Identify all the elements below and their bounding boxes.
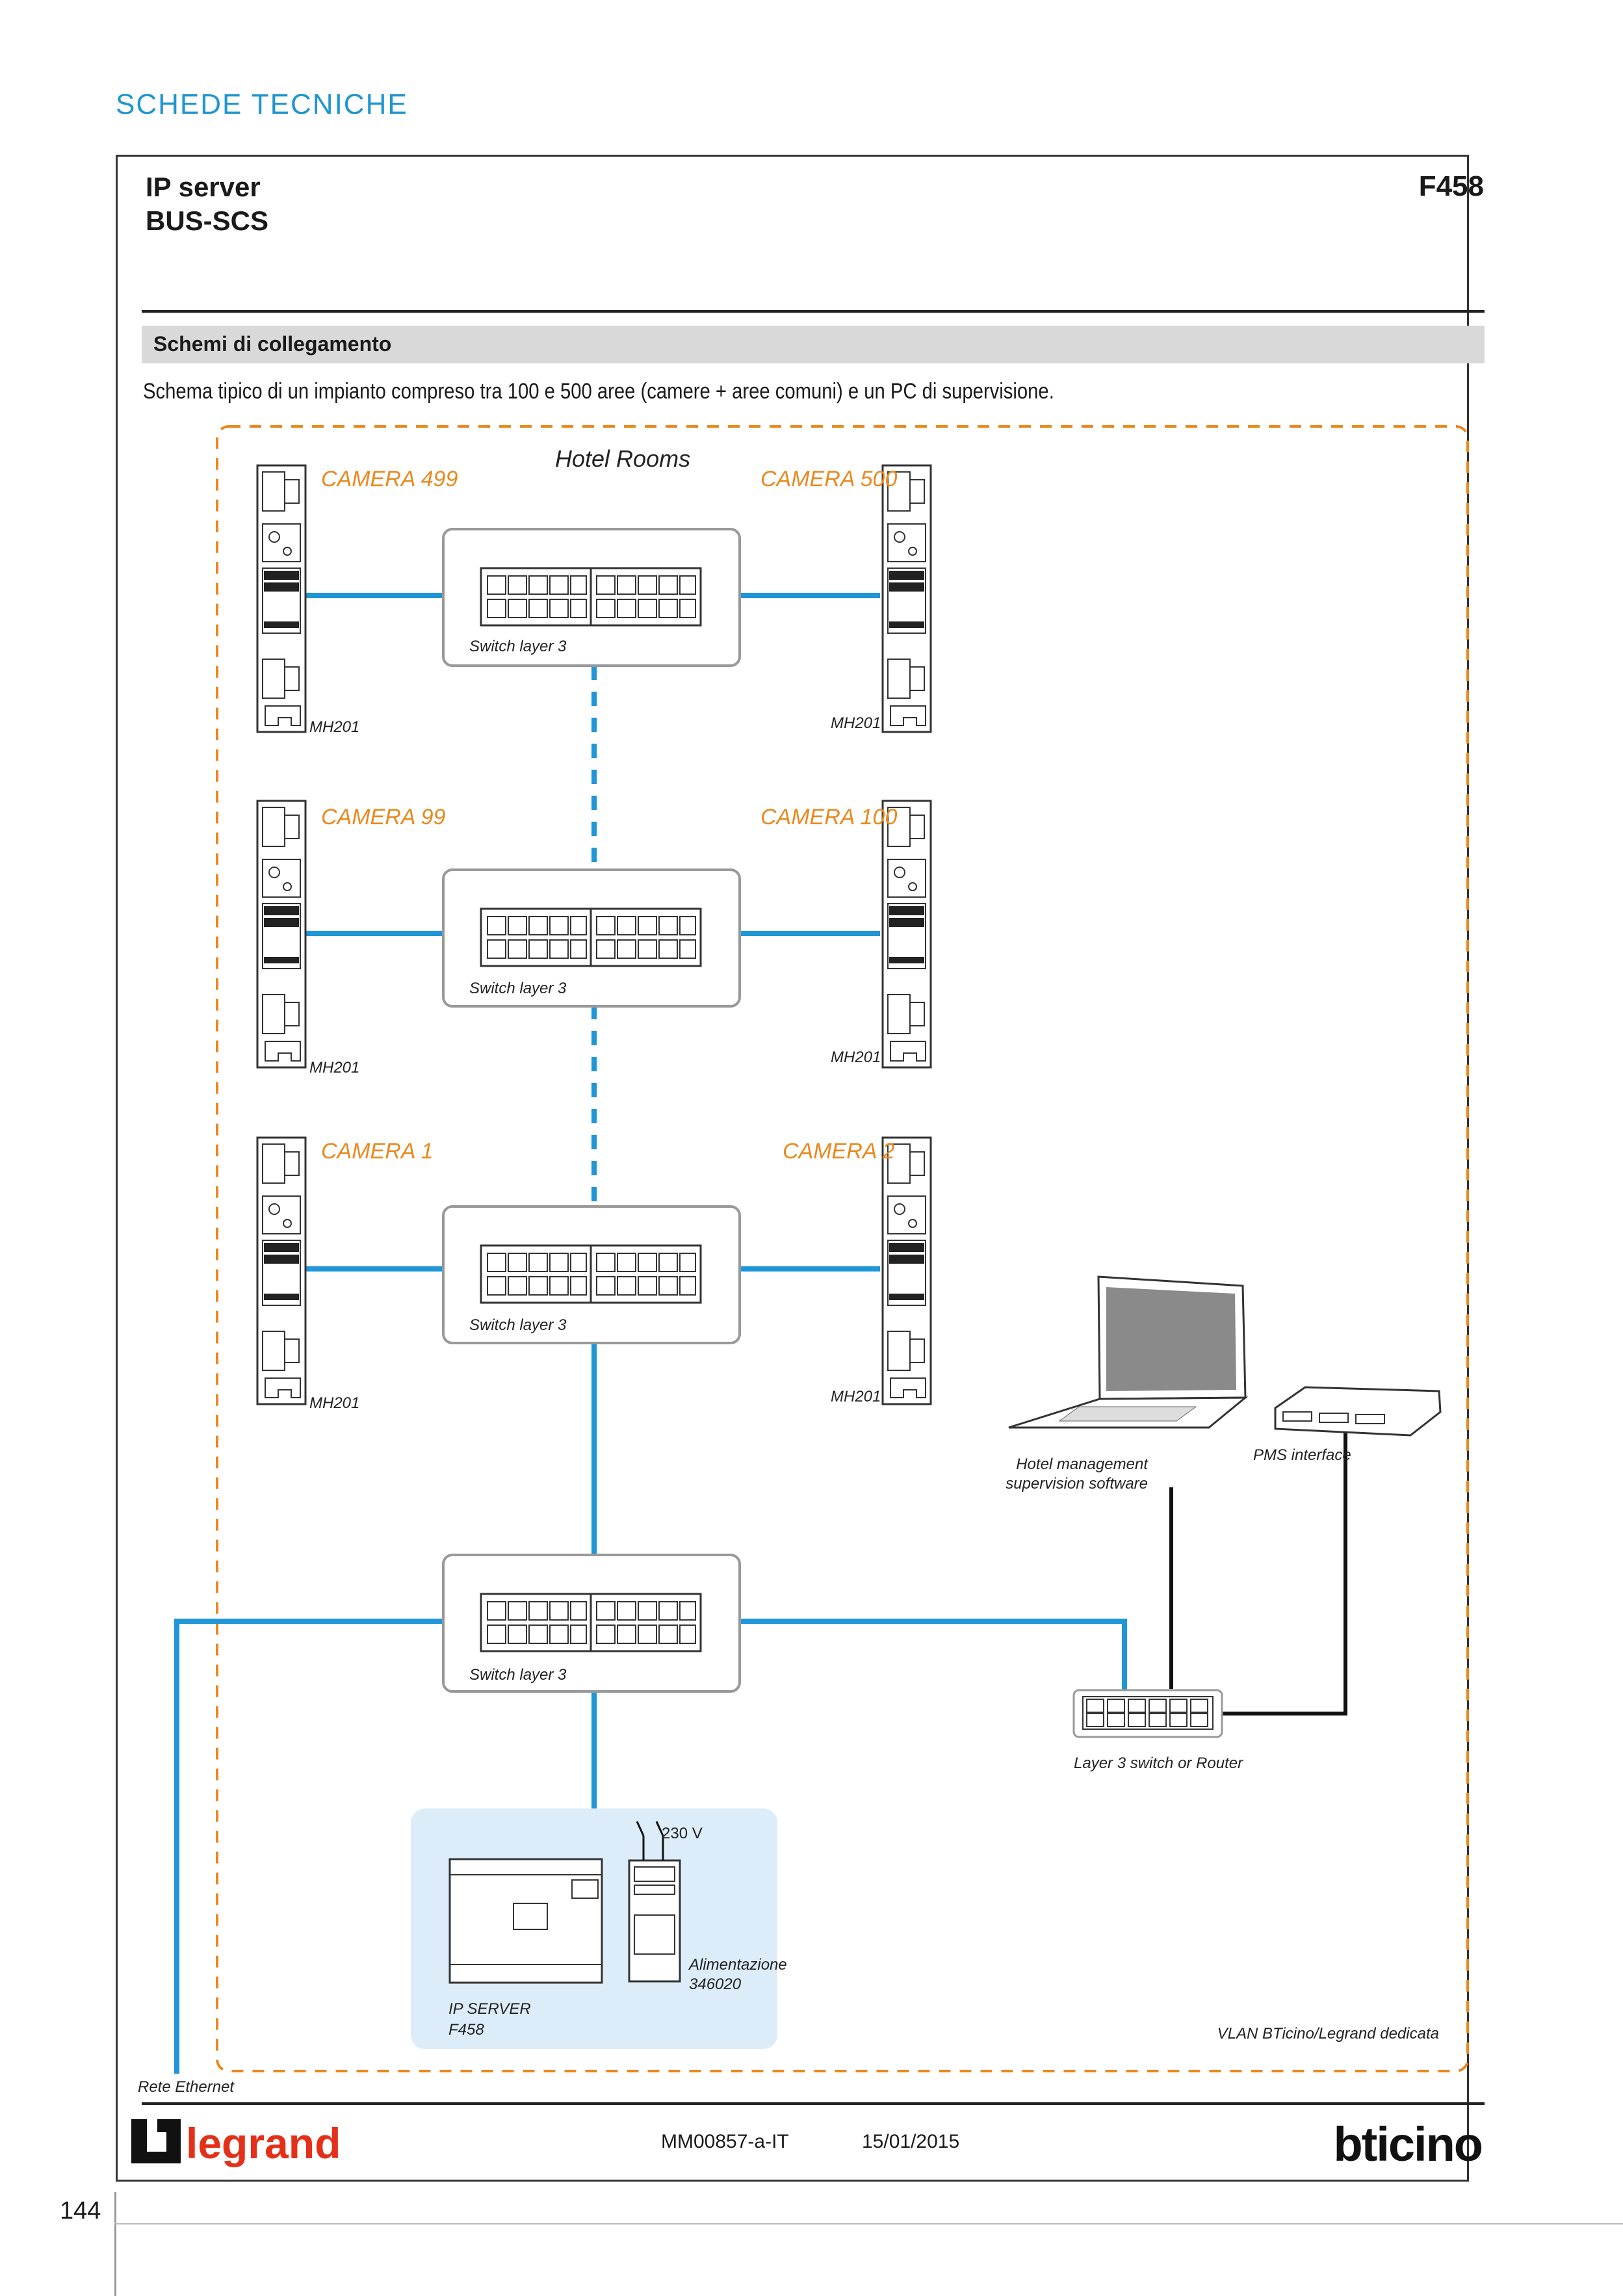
vlan-label: VLAN BTicino/Legrand dedicata (1217, 2025, 1439, 2042)
mh201-device (881, 1136, 932, 1405)
room-label: CAMERA 2 (783, 1139, 895, 1164)
legrand-logo: legrand (131, 2119, 341, 2167)
bticino-logo: bticino (1333, 2117, 1482, 2171)
section-description: Schema tipico di un impianto compreso tr… (143, 379, 1054, 404)
mh201-device (256, 464, 307, 733)
device-label: MH201 (309, 1059, 359, 1076)
device-label: MH201 (831, 714, 881, 732)
ip-server-icon (448, 1858, 603, 1984)
power-label: 346020 (689, 1976, 742, 1993)
server-label: IP SERVER (448, 2000, 531, 2018)
router-label: Layer 3 switch or Router (1074, 1755, 1243, 1772)
room-label: CAMERA 1 (321, 1139, 434, 1164)
laptop-label: supervision software (1006, 1475, 1148, 1493)
page-number: 144 (60, 2197, 101, 2224)
section-bar: Schemi di collegamento (142, 326, 1485, 363)
ethernet-label: Rete Ethernet (138, 2078, 235, 2096)
room-label: CAMERA 500 (760, 467, 897, 491)
section-heading: SCHEDE TECNICHE (116, 88, 408, 120)
room-label: CAMERA 499 (321, 467, 458, 491)
document-code: MM00857-a-IT (661, 2131, 789, 2152)
product-title-line2: BUS-SCS (146, 205, 269, 236)
group-label: Hotel Rooms (555, 445, 690, 472)
voltage-label: 230 V (662, 1825, 703, 1842)
device-label: MH201 (309, 1394, 359, 1412)
device-label: MH201 (309, 718, 359, 736)
mh201-device (881, 464, 932, 733)
vlan-boundary (216, 425, 1469, 2072)
mh201-device (881, 800, 932, 1069)
device-label: MH201 (831, 1388, 881, 1405)
pms-server-icon (1274, 1386, 1442, 1437)
mh201-device (256, 1136, 307, 1405)
laptop-icon (1008, 1275, 1249, 1429)
page-bottom-line (114, 2223, 1623, 2224)
legrand-wordmark: legrand (186, 2119, 341, 2167)
section-title: Schemi di collegamento (153, 332, 392, 356)
laptop-label: Hotel management (1016, 1455, 1149, 1473)
switch-label: Switch layer 3 (469, 980, 567, 997)
router-icon (1072, 1689, 1223, 1738)
pms-label: PMS interface (1253, 1446, 1351, 1464)
switch-label: Switch layer 3 (469, 1666, 567, 1684)
mh201-device (256, 800, 307, 1069)
switch-label: Switch layer 3 (469, 638, 567, 655)
divider (142, 310, 1485, 313)
switch-label: Switch layer 3 (469, 1316, 567, 1334)
room-label: CAMERA 100 (760, 805, 897, 829)
room-label: CAMERA 99 (321, 805, 446, 829)
server-label: F458 (448, 2021, 484, 2039)
page-frame (116, 155, 1469, 2182)
ethernet-cables (174, 593, 1127, 2074)
page-margin-line (114, 2192, 116, 2296)
product-title-line1: IP server (146, 172, 261, 202)
product-code: F458 (1418, 170, 1484, 202)
document-date: 15/01/2015 (862, 2131, 960, 2152)
product-title: IP server BUS-SCS (146, 170, 268, 238)
power-label: Alimentazione (688, 1956, 787, 1974)
power-supply-icon (628, 1821, 681, 1983)
device-label: MH201 (831, 1049, 881, 1066)
